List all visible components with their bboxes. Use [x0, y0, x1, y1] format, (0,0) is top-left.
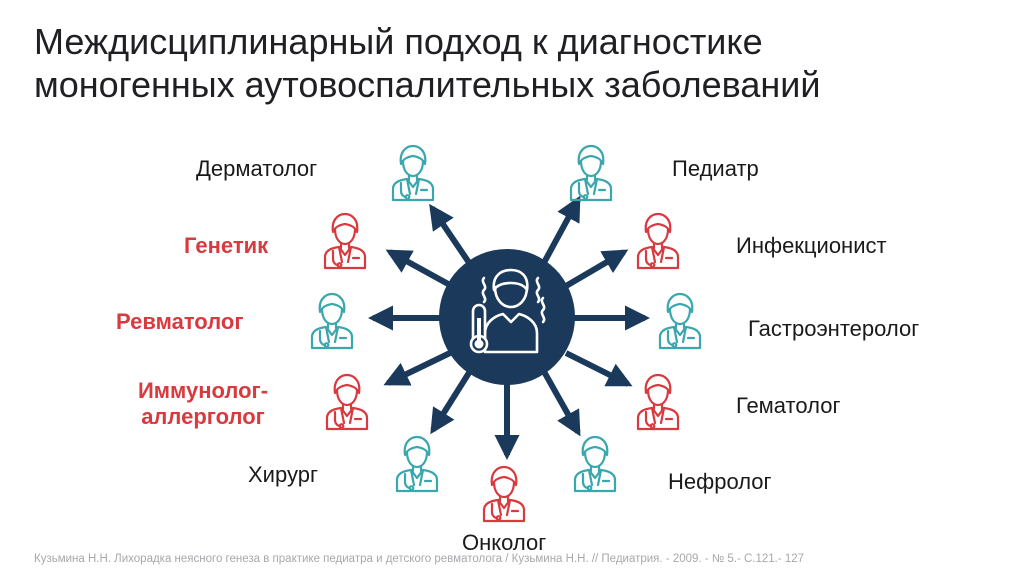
gematolog-doctor-icon [636, 373, 680, 431]
revmatolog-doctor-icon [310, 292, 354, 350]
genetik-doctor-icon [323, 212, 367, 270]
title-line-2: моногенных аутовоспалительных заболевани… [34, 64, 821, 105]
label-onkolog: Онколог [462, 530, 547, 555]
immunolog-doctor-icon [325, 373, 369, 431]
center-node [439, 249, 575, 385]
thermometer-icon [469, 303, 489, 354]
arrow-to-nefrolog [539, 366, 581, 437]
label-hirurg: Хирург [248, 462, 318, 487]
label-genetik: Генетик [184, 233, 269, 258]
label-immunolog-line2: аллерголог [141, 404, 265, 429]
label-infektsionist: Инфекционист [736, 233, 887, 258]
arrow-to-gematolog [564, 350, 633, 387]
slide-title: Междисциплинарный подход к диагностике м… [34, 20, 994, 106]
label-nefrolog: Нефролог [668, 469, 772, 494]
arrow-to-immunolog [383, 350, 452, 386]
arrows-group [367, 195, 651, 461]
nefrolog-doctor-icon [573, 435, 617, 493]
pediatr-doctor-icon [569, 144, 613, 202]
label-pediatr: Педиатр [672, 156, 759, 181]
arrow-to-dermatolog [429, 203, 477, 272]
arrow-to-hirurg [430, 366, 475, 435]
label-immunolog-line1: Иммунолог- [137, 378, 269, 403]
dermatolog-doctor-icon [391, 144, 435, 202]
onkolog-doctor-icon [482, 465, 526, 523]
arrow-to-genetik [385, 249, 452, 288]
label-immunolog: Иммунолог- аллерголог [118, 378, 288, 430]
hirurg-doctor-icon [395, 435, 439, 493]
label-dermatolog: Дерматолог [196, 156, 318, 181]
label-gematolog: Гематолог [736, 393, 841, 418]
patient-fever-icon [481, 268, 546, 354]
arrow-to-infektsionist [564, 249, 629, 289]
footnote-citation: Кузьмина Н.Н. Лихорадка неясного генеза … [34, 553, 805, 565]
arrow-to-pediatr [537, 195, 581, 272]
label-gastroenterolog: Гастроэнтеролог [748, 316, 920, 341]
infektsionist-doctor-icon [636, 212, 680, 270]
gastroenterolog-doctor-icon [658, 292, 702, 350]
label-revmatolog: Ревматолог [116, 309, 244, 334]
title-line-1: Междисциплинарный подход к диагностике [34, 21, 763, 62]
